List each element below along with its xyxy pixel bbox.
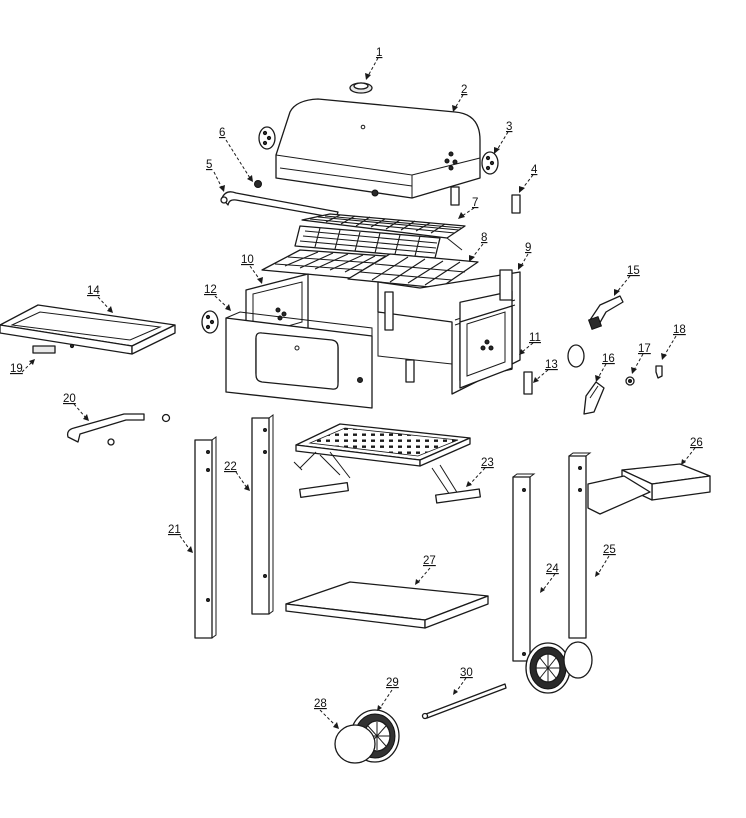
leader-lines xyxy=(21,57,696,729)
part-axle xyxy=(421,683,507,720)
part-side-damper-extra xyxy=(567,344,585,368)
callout-23: 23 xyxy=(481,457,494,469)
callout-19: 19 xyxy=(10,363,23,375)
callout-20: 20 xyxy=(63,393,76,405)
part-side-damper-right xyxy=(481,151,499,175)
part-grill-lid xyxy=(275,98,481,199)
callout-14: 14 xyxy=(87,285,100,297)
part-firebox xyxy=(377,269,521,395)
part-damper-handle xyxy=(583,381,605,415)
callout-25: 25 xyxy=(603,544,616,556)
part-ash-brackets xyxy=(523,371,533,395)
part-leg-rear-left xyxy=(251,414,274,615)
callout-12: 12 xyxy=(204,284,217,296)
callout-16: 16 xyxy=(602,353,615,365)
part-leg-front-left xyxy=(194,436,217,639)
part-lid-handle xyxy=(220,191,339,219)
part-charcoal-grate-left xyxy=(261,249,387,279)
part-side-damper-left xyxy=(258,126,276,150)
part-side-damper-front xyxy=(201,310,219,334)
callout-4: 4 xyxy=(531,164,538,176)
part-hubcap xyxy=(334,724,376,764)
callout-18: 18 xyxy=(673,324,686,336)
part-front-panel xyxy=(225,311,373,409)
part-side-handle xyxy=(66,413,171,446)
callout-22: 22 xyxy=(224,461,237,473)
callout-3: 3 xyxy=(506,121,512,133)
callout-29: 29 xyxy=(386,677,399,689)
callout-30: 30 xyxy=(460,667,473,679)
part-bottom-shelf xyxy=(285,581,489,629)
callout-26: 26 xyxy=(690,437,703,449)
callout-2: 2 xyxy=(461,84,467,96)
callout-28: 28 xyxy=(314,698,327,710)
callout-9: 9 xyxy=(525,242,531,254)
callout-6: 6 xyxy=(219,127,225,139)
callout-13: 13 xyxy=(545,359,558,371)
part-leg-rear-right xyxy=(568,452,592,639)
callout-21: 21 xyxy=(168,524,181,536)
part-charcoal-pan-lift xyxy=(293,423,481,504)
part-side-shelf-right xyxy=(587,463,711,515)
part-crank-handle xyxy=(587,295,624,331)
part-lid-brackets xyxy=(450,186,521,214)
part-charcoal-grate-right xyxy=(347,253,479,289)
callout-11: 11 xyxy=(529,332,541,344)
callout-17: 17 xyxy=(638,343,651,355)
callout-27: 27 xyxy=(423,555,436,567)
callout-labels: 1 2 3 4 5 6 7 8 9 10 11 12 13 14 15 16 1… xyxy=(10,47,703,710)
part-warming-rack xyxy=(301,213,466,251)
callout-8: 8 xyxy=(481,232,487,244)
part-wheel-right xyxy=(525,641,593,694)
callout-24: 24 xyxy=(546,563,559,575)
part-clip xyxy=(655,365,663,379)
part-lid-bolt xyxy=(254,180,262,188)
part-shelf-bracket xyxy=(32,345,56,354)
part-leg-front-right xyxy=(512,473,536,662)
callout-5: 5 xyxy=(206,159,212,171)
part-side-shelf-left xyxy=(0,304,176,355)
callout-1: 1 xyxy=(376,47,382,59)
callout-10: 10 xyxy=(241,254,254,266)
part-lid-vent xyxy=(349,82,373,94)
callout-7: 7 xyxy=(472,197,478,209)
callout-15: 15 xyxy=(627,265,640,277)
